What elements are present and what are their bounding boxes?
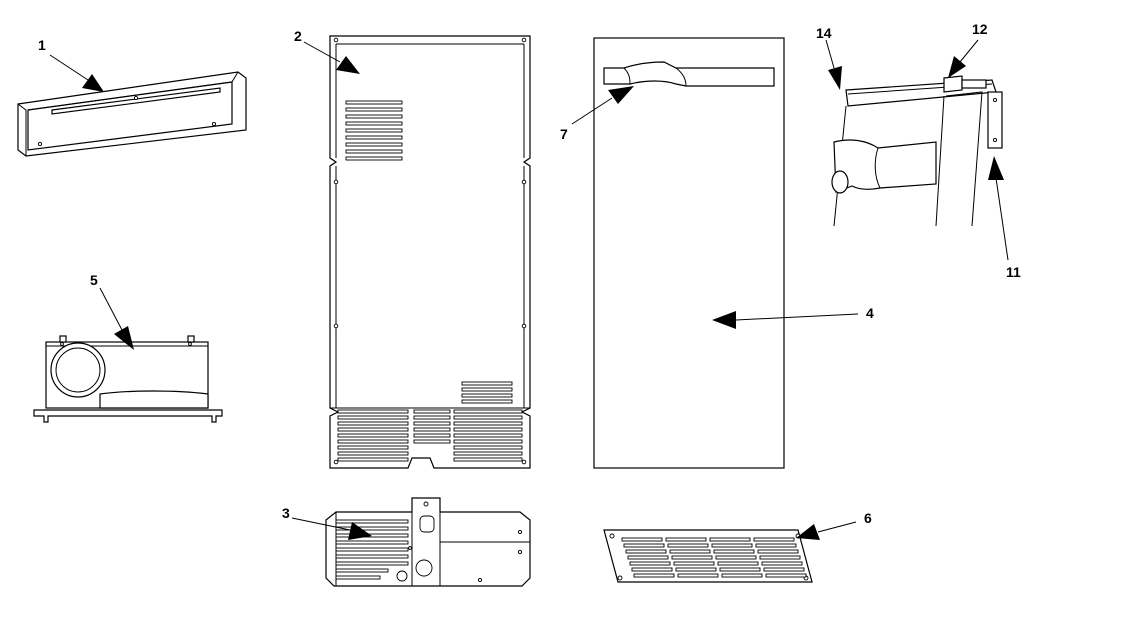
callout-2: 2: [294, 28, 302, 44]
callout-3: 3: [282, 505, 290, 521]
grille-slot: [629, 561, 671, 566]
grille-slot: [719, 567, 761, 572]
callout-1: 1: [38, 37, 46, 53]
part-5-flue-housing: [33, 335, 223, 423]
part-11-side-bracket: [987, 91, 1003, 149]
grille-slot: [721, 573, 763, 578]
callout-11: 11: [1006, 264, 1021, 280]
grille-slot: [713, 549, 755, 554]
part-7-handle: [603, 61, 775, 87]
callout-6: 6: [864, 510, 872, 526]
grille-slot: [757, 549, 799, 554]
part-3-lower-access-panel: [325, 497, 531, 587]
grille-slot: [665, 537, 707, 542]
callout-14: 14: [816, 25, 832, 41]
grille-slot: [673, 561, 715, 566]
grille-slot: [711, 543, 753, 548]
grille-slot: [717, 561, 759, 566]
part-6-grille: [603, 529, 813, 583]
grille-slot: [623, 543, 665, 548]
part-12-clip: [943, 75, 987, 93]
callout-5: 5: [90, 272, 98, 288]
part-2-rear-panel: [329, 35, 531, 469]
grille-slot: [759, 555, 801, 560]
grille-slot: [667, 543, 709, 548]
grille-slot: [761, 561, 803, 566]
grille-slot: [633, 573, 675, 578]
grille-slot: [715, 555, 757, 560]
leader-lines: [49, 39, 1009, 540]
callout-7: 7: [560, 126, 568, 142]
grille-slot: [677, 573, 719, 578]
grille-slot: [671, 555, 713, 560]
assembly-duct: [831, 139, 937, 194]
grille-slot: [675, 567, 717, 572]
callout-12: 12: [972, 21, 988, 37]
grille-slot: [763, 567, 805, 572]
grille-slot: [621, 537, 663, 542]
grille-slot: [627, 555, 669, 560]
grille-slot: [755, 543, 797, 548]
grille-slot: [669, 549, 711, 554]
grille-slot: [631, 567, 673, 572]
part-1-top-trim: [17, 71, 247, 157]
grille-slot: [625, 549, 667, 554]
part-4-front-panel: [593, 37, 785, 469]
grille-slot: [753, 537, 795, 542]
grille-slot: [709, 537, 751, 542]
grille-slot: [765, 573, 807, 578]
callout-4: 4: [866, 305, 874, 321]
